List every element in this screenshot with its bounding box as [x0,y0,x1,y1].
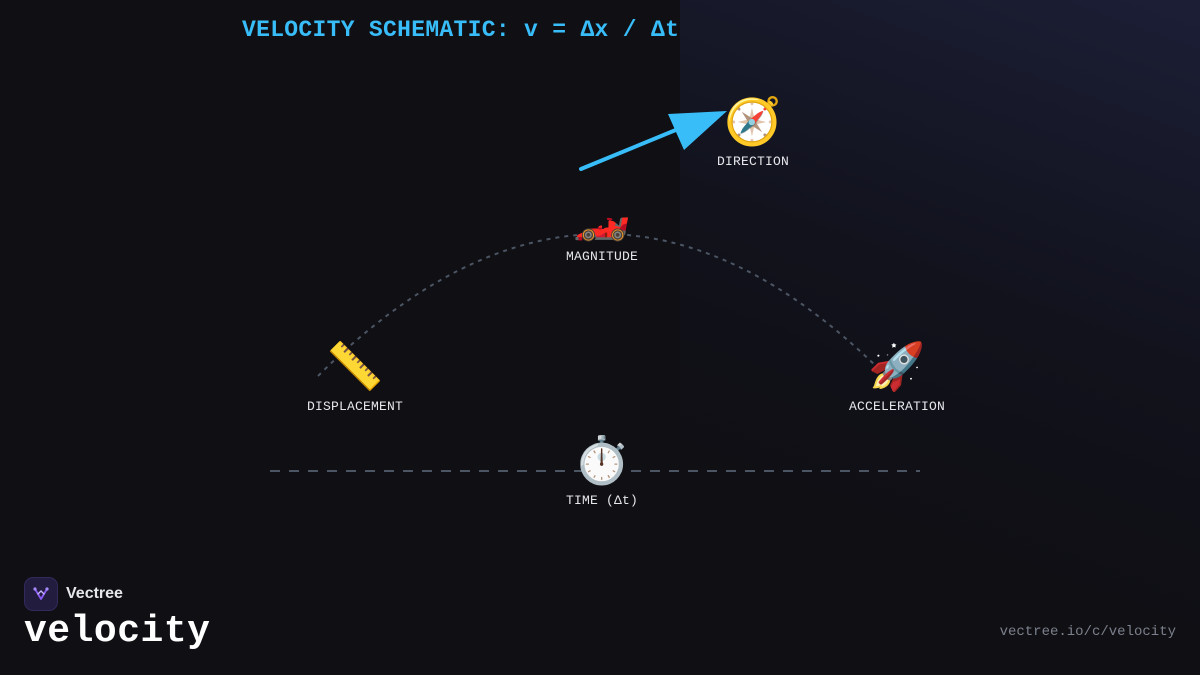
node-label-acceleration: ACCELERATION [848,399,945,414]
node-magnitude: 🏎️ MAGNITUDE [522,193,682,264]
rocket-icon: 🚀 [868,344,926,396]
node-label-displacement: DISPLACEMENT [306,399,403,414]
vectree-logo-icon [24,577,58,611]
stopwatch-icon: ⏱️ [573,438,631,490]
node-displacement: 📏 DISPLACEMENT [275,343,435,414]
brand: Vectree [24,577,123,611]
node-time: ⏱️ TIME (Δt) [522,437,682,508]
topic-title: velocity [24,610,211,653]
node-acceleration: 🚀 ACCELERATION [817,343,977,414]
page-url[interactable]: vectree.io/c/velocity [999,624,1176,640]
ruler-icon: 📏 [326,344,384,396]
race-car-icon: 🏎️ [573,194,631,246]
direction-arrow-head [668,111,727,150]
compass-icon: 🧭 [724,99,782,151]
node-label-time: TIME (Δt) [565,493,638,508]
direction-arrow-shaft [579,125,685,171]
node-label-direction: DIRECTION [716,154,789,169]
brand-name: Vectree [66,585,123,602]
node-direction: 🧭 DIRECTION [673,98,833,169]
node-label-magnitude: MAGNITUDE [565,249,638,264]
page-title: VELOCITY SCHEMATIC: v = Δx / Δt [242,17,680,43]
